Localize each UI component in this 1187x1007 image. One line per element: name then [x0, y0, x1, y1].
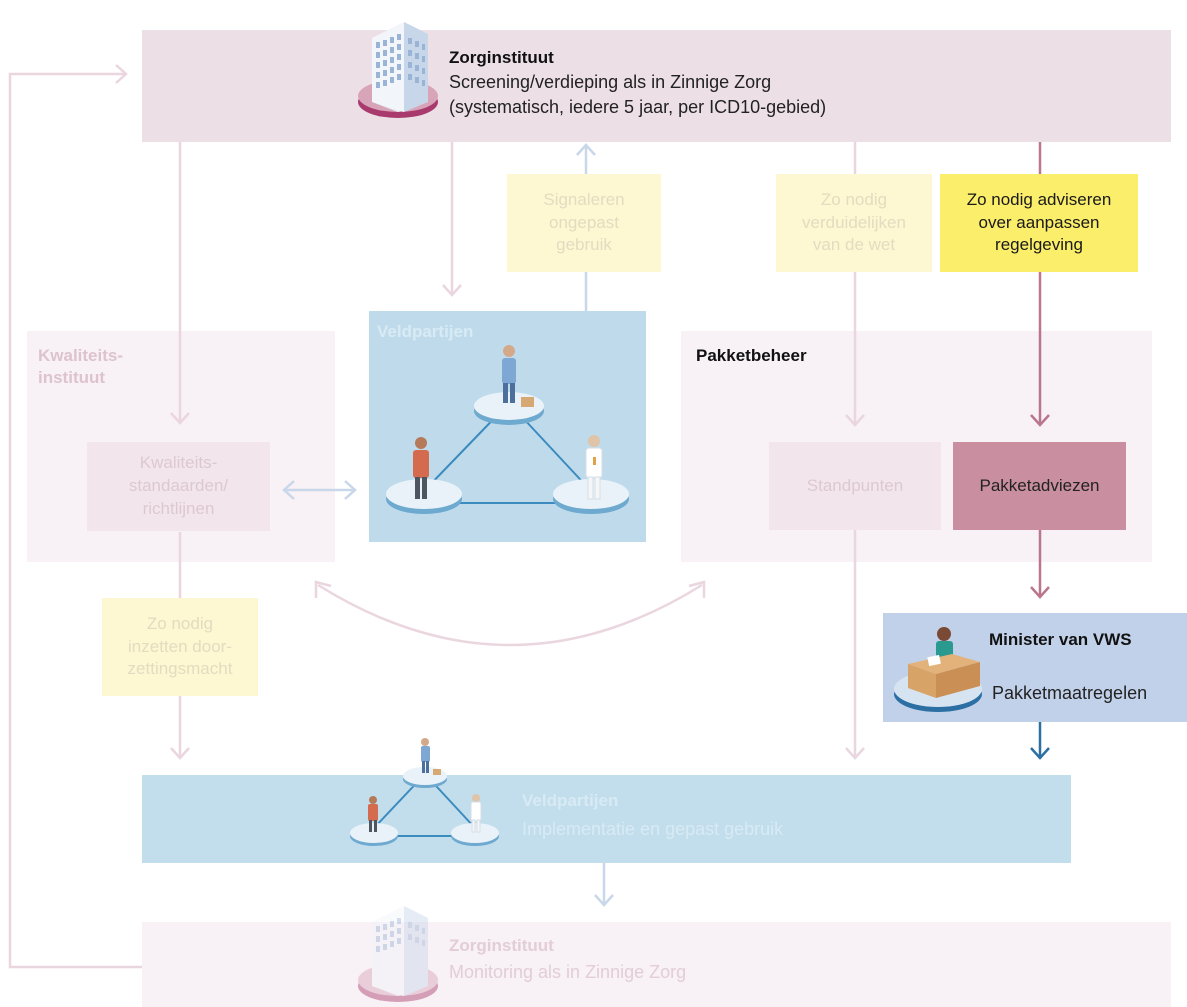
standpunten-box: Standpunten: [769, 442, 941, 530]
verduidelijken-line2: verduidelijken: [802, 212, 906, 232]
adviseren-line3: regelgeving: [995, 235, 1083, 255]
pakketbeheer-title: Pakketbeheer: [696, 346, 807, 365]
kwaliteitsinstituut-title-line1: Kwaliteits-: [38, 346, 124, 365]
veldpartijen-bottom-subtitle: Implementatie en gepast gebruik: [522, 819, 784, 839]
signaleren-line2: ongepast: [549, 212, 619, 232]
top-zorginstituut-box: [142, 30, 1171, 142]
signaleren-line1: Signaleren: [543, 189, 625, 209]
minister-title: Minister van VWS: [989, 630, 1132, 649]
stakeholder-triangle-illustration: [386, 345, 629, 514]
pakketadviezen-box: Pakketadviezen: [953, 442, 1126, 530]
top-zorginstituut-line1: Screening/verdieping als in Zinnige Zorg: [449, 72, 772, 92]
feedback-loop-line: [8, 72, 142, 969]
standards-line2: standaarden/: [128, 476, 229, 496]
doorzetting-line1: Zo nodig: [146, 613, 214, 633]
top-zorginstituut-title: Zorginstituut: [449, 48, 554, 67]
kwaliteitsinstituut-title: Kwaliteits- instituut: [38, 345, 123, 389]
verduidelijken-line3: van de wet: [812, 235, 896, 255]
signaleren-box: Signaleren ongepast gebruik: [507, 174, 661, 272]
adviseren-box: Zo nodig adviseren over aanpassen regelg…: [940, 174, 1138, 272]
veldpartijen-bottom-box: [142, 775, 1071, 863]
building-faded-icon: [358, 906, 438, 1002]
doorzetting-line3: zettingsmacht: [127, 659, 233, 679]
bottom-zorginstituut-title: Zorginstituut: [449, 936, 554, 955]
verduidelijken-line1: Zo nodig: [820, 189, 888, 209]
standards-line3: richtlijnen: [142, 498, 215, 518]
person-doctor-icon: [585, 435, 603, 500]
kwaliteitsinstituut-title-line2: instituut: [38, 368, 106, 388]
signaleren-line3: gebruik: [556, 235, 612, 255]
kwaliteitsstandaarden-box: Kwaliteits- standaarden/ richtlijnen: [87, 442, 270, 531]
stakeholder-triangle-small-illustration: [350, 738, 499, 846]
person-business-icon: [502, 345, 534, 407]
verduidelijken-box: Zo nodig verduidelijken van de wet: [776, 174, 932, 272]
minister-subtitle: Pakketmaatregelen: [992, 683, 1148, 703]
person-citizen-icon: [413, 437, 429, 499]
bottom-zorginstituut-subtitle: Monitoring als in Zinnige Zorg: [449, 962, 687, 982]
bottom-zorginstituut-box: [142, 922, 1171, 1007]
veldpartijen-center-title: Veldpartijen: [377, 322, 474, 341]
adviseren-line1: Zo nodig adviseren: [966, 189, 1112, 209]
doorzetting-line2: inzetten door-: [128, 636, 232, 656]
building-icon: [358, 22, 438, 118]
feedback-loop-arrowhead: [115, 64, 128, 84]
adviseren-line2: over aanpassen: [978, 212, 1100, 232]
minister-desk-icon: [894, 627, 982, 712]
veldpartijen-bottom-title: Veldpartijen: [522, 791, 619, 810]
standards-line1: Kwaliteits-: [139, 453, 218, 473]
top-zorginstituut-line2: (systematisch, iedere 5 jaar, per ICD10-…: [449, 97, 827, 117]
doorzetting-box: Zo nodig inzetten door- zettingsmacht: [102, 598, 258, 696]
